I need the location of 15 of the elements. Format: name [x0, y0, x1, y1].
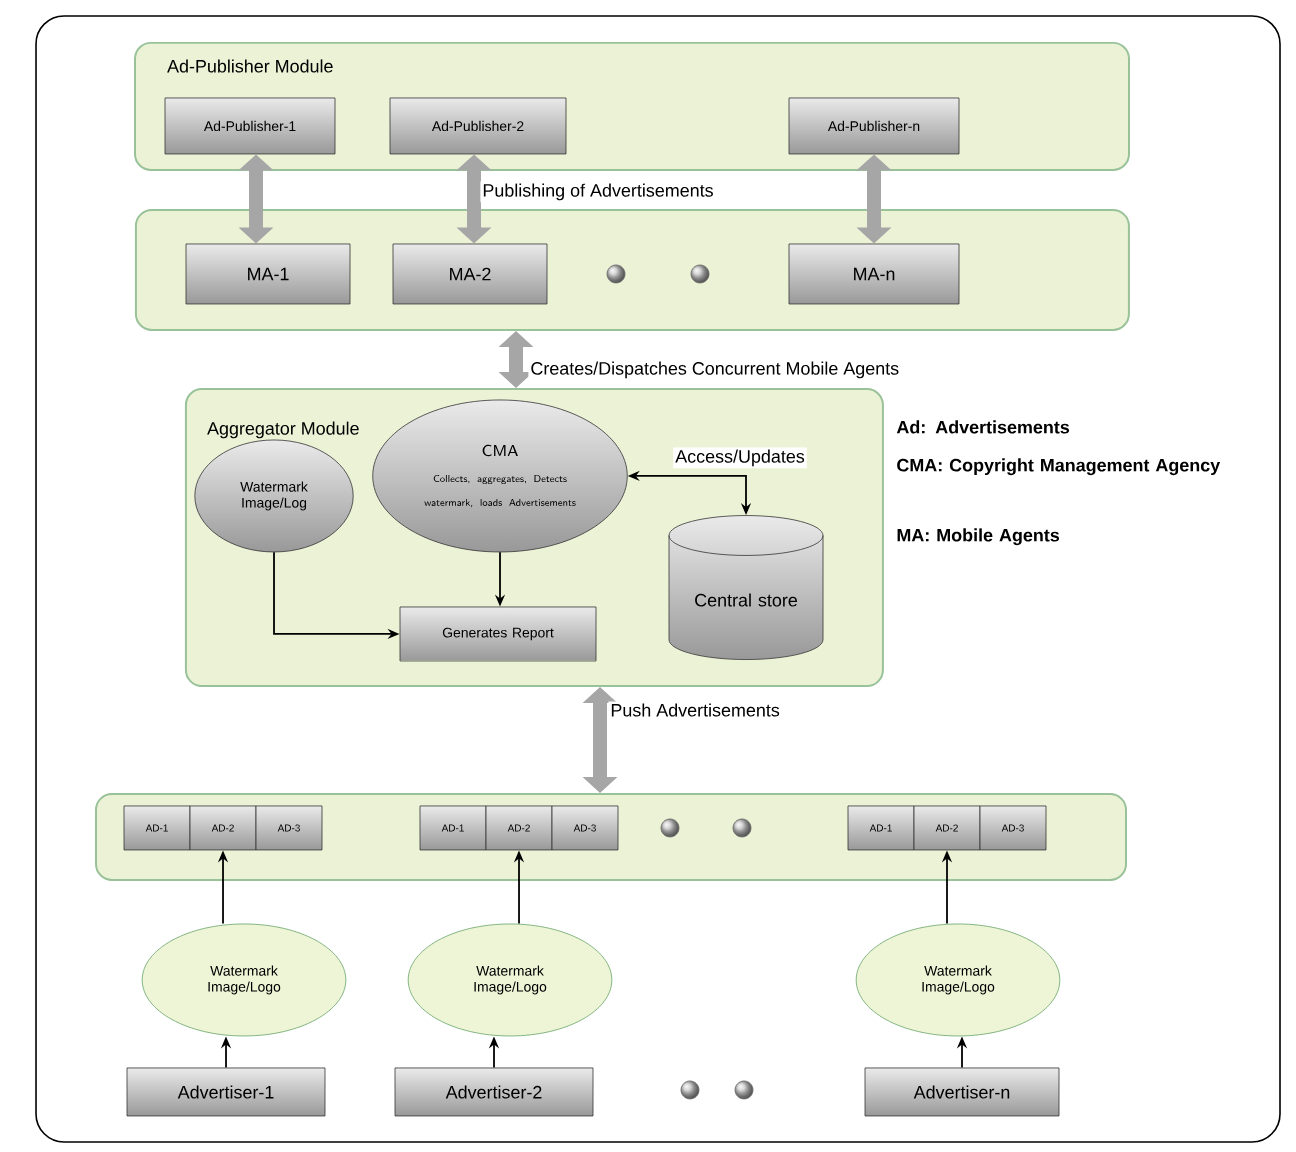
process-box: MA-n — [788, 243, 960, 305]
database-cylinder: Central store — [668, 515, 824, 660]
key-text: CMA: Copyright Management Agency — [897, 458, 1221, 476]
block-arrow — [582, 687, 618, 793]
process-box: MA-1 — [185, 243, 351, 305]
process-box: Advertiser-n — [864, 1067, 1060, 1117]
edge-label: Publishing of Advertisements — [480, 181, 716, 203]
key-text: MA: Mobile Agents — [897, 528, 1060, 546]
process-box: MA-2 — [392, 243, 548, 305]
edge-label: Push Advertisements — [608, 701, 782, 719]
edge-label: Creates/Dispatches Concurrent Mobile Agents — [528, 359, 902, 381]
edge-label: Access/Updates — [673, 447, 807, 469]
process-box: Advertiser-2 — [394, 1067, 594, 1117]
process-box: Advertiser-1 — [126, 1067, 326, 1117]
key-text: Ad: Advertisements — [896, 420, 1070, 434]
